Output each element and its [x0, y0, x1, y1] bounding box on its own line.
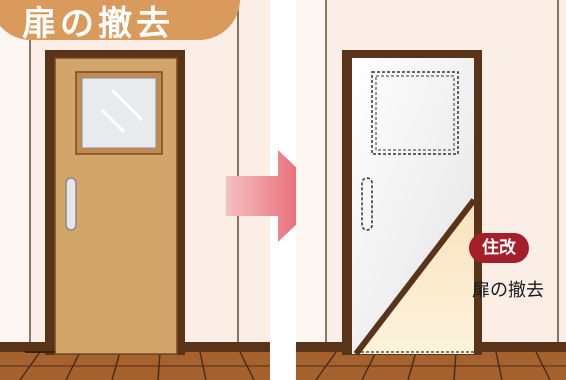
page-title: 扉の撤去: [22, 4, 174, 44]
title-bubble: [0, 0, 240, 40]
door-icon: [0, 0, 270, 380]
caption-label: 扉の撤去: [472, 280, 544, 301]
before-scene: [0, 0, 270, 380]
after-scene: [296, 0, 566, 380]
removed-door-icon: [296, 0, 566, 380]
badge-juukai: 住改: [469, 233, 529, 263]
